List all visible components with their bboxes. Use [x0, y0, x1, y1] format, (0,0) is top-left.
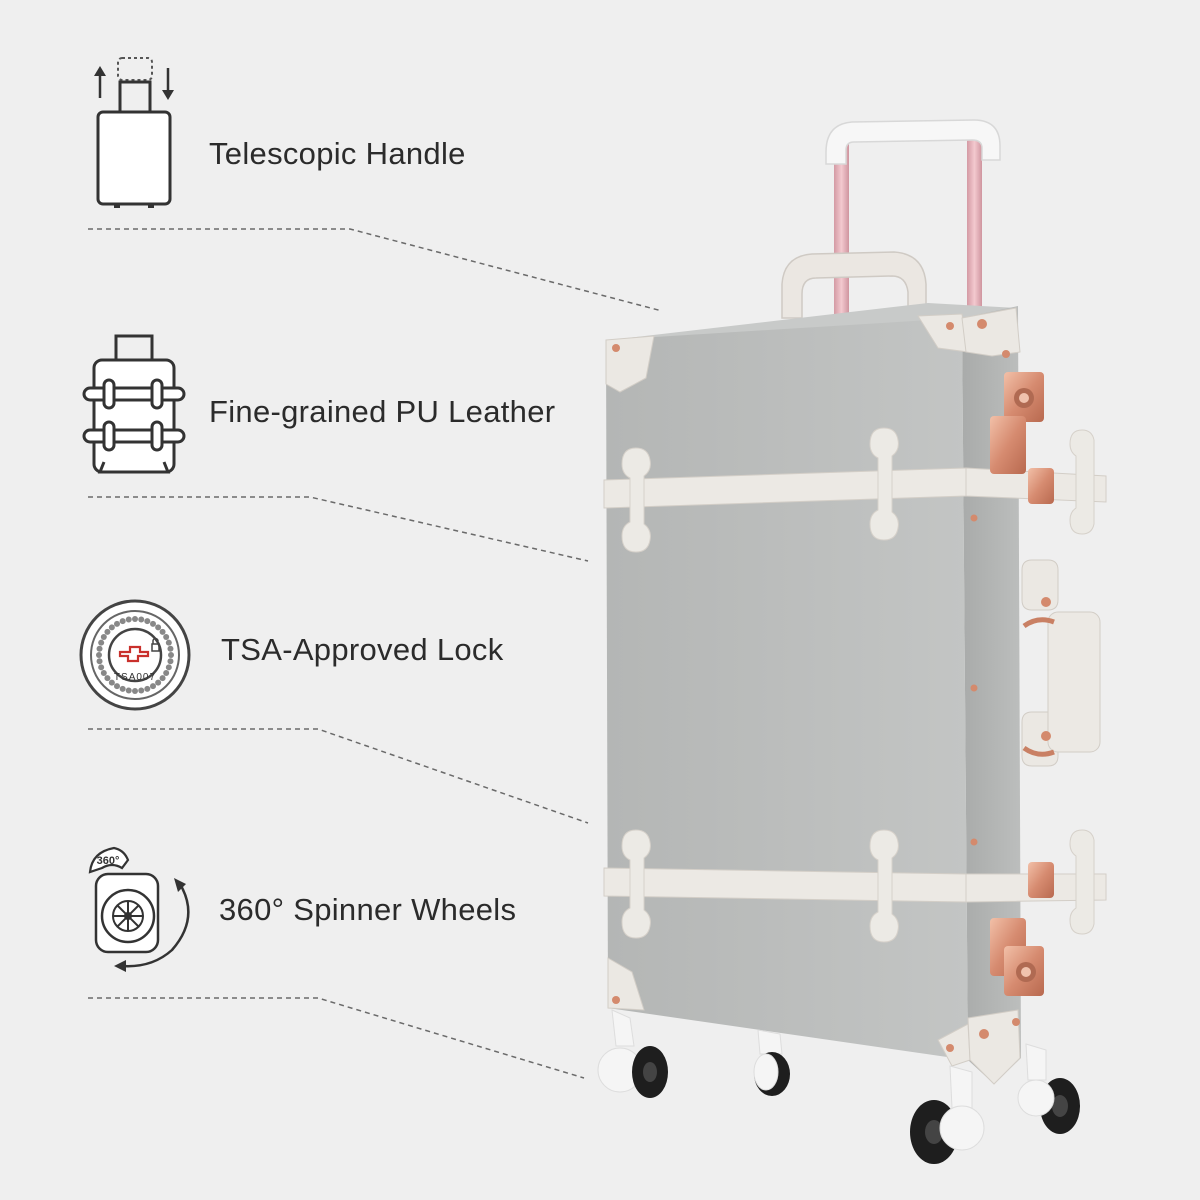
side-carry-handle — [1021, 559, 1101, 767]
tsa-dial-bead — [125, 616, 132, 623]
tsa-dial-bead — [138, 616, 145, 623]
tsa-dial-bead — [125, 687, 132, 694]
tsa-dial-bead — [150, 620, 156, 627]
feature-label-spinner-wheels: 360° Spinner Wheels — [219, 892, 517, 927]
tsa-dial-bead — [132, 616, 138, 622]
tsa-dial-bead — [155, 624, 162, 631]
tsa-dial-bead — [96, 645, 103, 652]
tsa-dial-bead — [119, 685, 126, 692]
tsa-dial-bead — [98, 639, 105, 646]
tsa-dial-bead — [96, 652, 102, 658]
combination-latch-bottom — [990, 862, 1054, 996]
tsa-dial-bead — [167, 645, 174, 652]
tsa-dial-bead — [159, 628, 166, 635]
tsa-dial-bead — [165, 664, 172, 671]
tsa-dial-bead — [165, 639, 172, 646]
tsa-dial-bead — [155, 679, 162, 686]
tsa-dial-bead — [108, 679, 115, 686]
feature-label-pu-leather: Fine-grained PU Leather — [209, 394, 556, 429]
tsa-dial-bead — [104, 675, 111, 682]
combination-latch-top — [990, 372, 1054, 504]
tsa-dial-bead — [98, 664, 105, 671]
tsa-dial-bead — [159, 675, 166, 682]
spinner-wheels — [597, 1009, 1080, 1164]
tsa-dial-bead — [144, 618, 151, 625]
tsa-dial-bead — [114, 620, 120, 627]
tsa-lock-icon: TSA007 — [78, 598, 192, 712]
leather-strap-icon — [80, 330, 188, 480]
telescopic-handle-icon — [84, 52, 184, 212]
tsa-code-text: TSA007 — [114, 672, 156, 683]
tsa-dial-bead — [163, 670, 170, 676]
tsa-dial-bead — [100, 634, 107, 640]
tsa-dial-bead — [108, 624, 115, 631]
telescopic-rods — [825, 119, 1001, 330]
tsa-dial-bead — [96, 658, 103, 665]
spinner-badge-text: 360° — [97, 855, 120, 867]
tsa-dial-bead — [168, 652, 174, 658]
tsa-dial-bead — [138, 687, 145, 694]
tsa-dial-bead — [150, 683, 156, 690]
tsa-dial-bead — [167, 658, 174, 665]
feature-label-telescopic-handle: Telescopic Handle — [209, 136, 466, 171]
tsa-dial-bead — [119, 618, 126, 625]
tsa-dial-bead — [132, 688, 138, 694]
feature-label-tsa-lock: TSA-Approved Lock — [221, 632, 504, 667]
spinner-wheel-icon: 360° — [82, 838, 204, 978]
tsa-dial-bead — [163, 634, 170, 640]
tsa-dial-bead — [104, 628, 111, 635]
tsa-dial-bead — [144, 685, 151, 692]
tsa-dial-bead — [100, 670, 107, 676]
tsa-dial-bead — [114, 683, 120, 690]
